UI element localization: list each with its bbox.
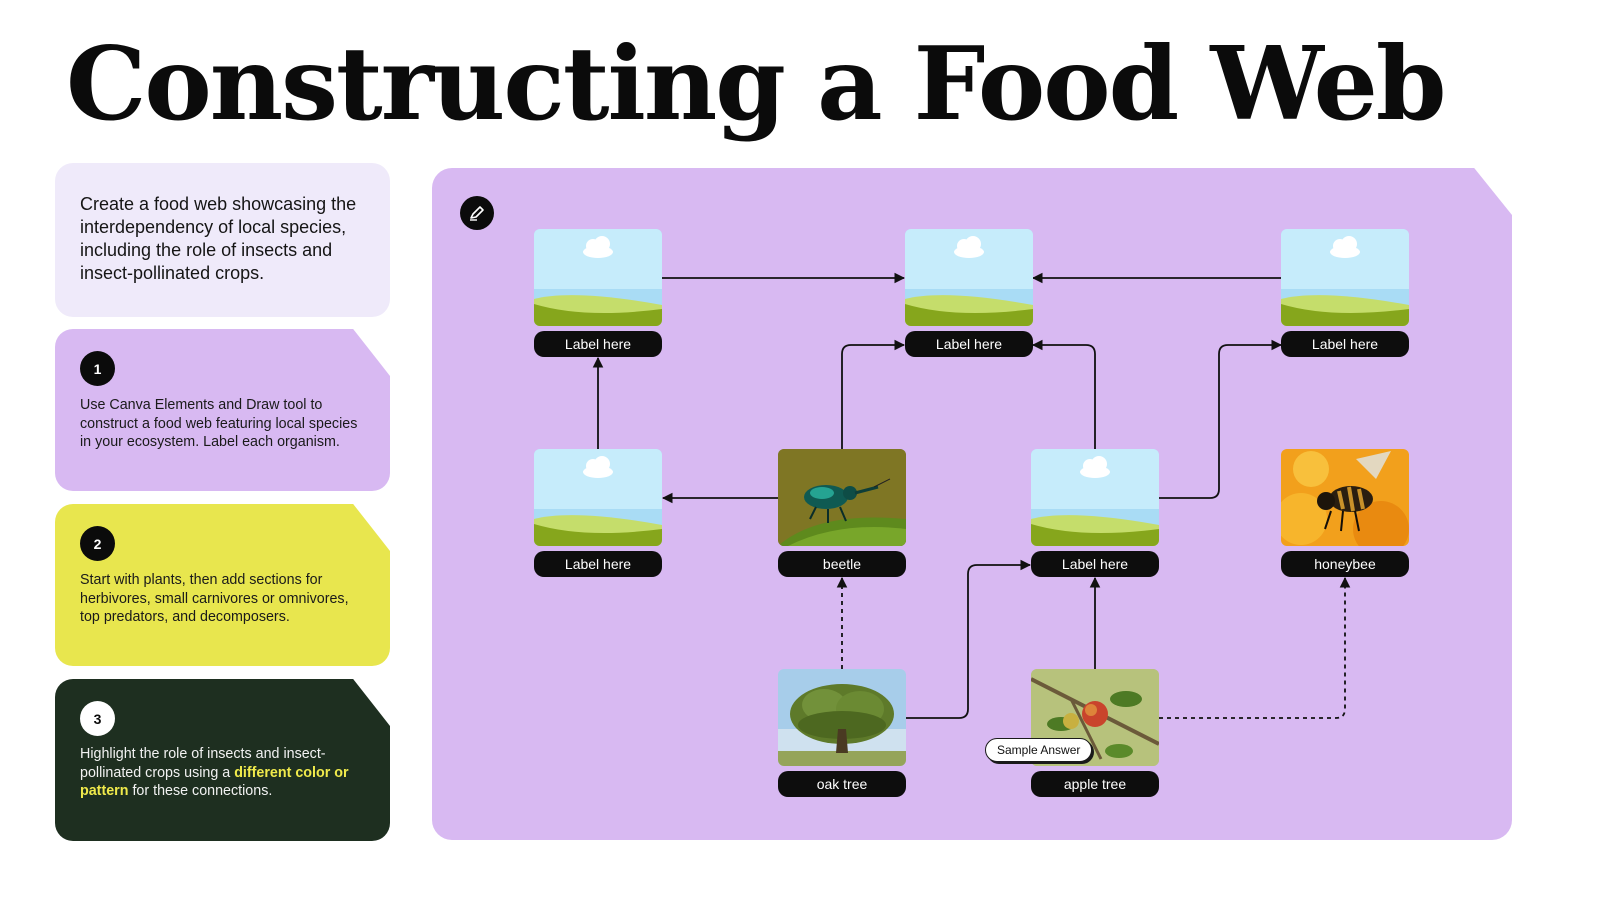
connection-arrow xyxy=(1159,339,1283,499)
honeybee-photo xyxy=(1281,449,1409,546)
step-card-2: 2 Start with plants, then add sections f… xyxy=(55,504,390,666)
oak-tree-photo xyxy=(778,669,906,766)
organism-label[interactable]: Label here xyxy=(905,331,1033,357)
page-title: Constructing a Food Web xyxy=(66,24,1446,143)
connection-arrow xyxy=(1031,339,1096,449)
step-number-badge: 2 xyxy=(80,526,115,561)
connection-arrow xyxy=(906,559,1032,719)
placeholder-landscape-icon xyxy=(534,449,662,546)
sample-answer-tag[interactable]: Sample Answer xyxy=(985,738,1093,762)
organism-label[interactable]: beetle xyxy=(778,551,906,577)
connection-arrow xyxy=(841,339,906,449)
organism-node[interactable]: Label here xyxy=(534,449,662,577)
step-text: Highlight the role of insects and insect… xyxy=(80,745,365,801)
organism-label[interactable]: Label here xyxy=(534,551,662,577)
step-text-highlight: different color or pattern xyxy=(80,764,349,800)
organism-label[interactable]: honeybee xyxy=(1281,551,1409,577)
placeholder-landscape-icon xyxy=(1031,449,1159,546)
intro-card: Create a food web showcasing the interde… xyxy=(55,163,390,317)
organism-node[interactable]: Label here xyxy=(1031,449,1159,577)
organism-node[interactable]: honeybee xyxy=(1281,449,1409,577)
beetle-photo xyxy=(778,449,906,546)
organism-node[interactable]: apple tree xyxy=(1031,669,1159,797)
pen-draw-icon[interactable] xyxy=(460,196,494,230)
placeholder-landscape-icon xyxy=(1281,229,1409,326)
step-text: Start with plants, then add sections for… xyxy=(80,572,349,625)
step-number-badge: 1 xyxy=(80,351,115,386)
organism-node[interactable]: oak tree xyxy=(778,669,906,797)
step-text-part: Highlight the role of insects and insect… xyxy=(80,746,326,781)
organism-node[interactable]: beetle xyxy=(778,449,906,577)
organism-label[interactable]: oak tree xyxy=(778,771,906,797)
step-number-badge: 3 xyxy=(80,701,115,736)
organism-label[interactable]: Label here xyxy=(534,331,662,357)
step-card-1: 1 Use Canva Elements and Draw tool to co… xyxy=(55,329,390,491)
intro-text: Create a food web showcasing the interde… xyxy=(80,194,357,283)
step-text: Use Canva Elements and Draw tool to cons… xyxy=(80,397,358,450)
connection-arrow-dashed xyxy=(1159,576,1351,719)
organism-node[interactable]: Label here xyxy=(905,229,1033,357)
organism-label[interactable]: Label here xyxy=(1281,331,1409,357)
apple-tree-photo xyxy=(1031,669,1159,766)
step-text-part: for these connections. xyxy=(128,783,273,799)
organism-node[interactable]: Label here xyxy=(1281,229,1409,357)
placeholder-landscape-icon xyxy=(534,229,662,326)
organism-label[interactable]: Label here xyxy=(1031,551,1159,577)
organism-label[interactable]: apple tree xyxy=(1031,771,1159,797)
step-card-3: 3 Highlight the role of insects and inse… xyxy=(55,679,390,841)
placeholder-landscape-icon xyxy=(905,229,1033,326)
organism-node[interactable]: Label here xyxy=(534,229,662,357)
